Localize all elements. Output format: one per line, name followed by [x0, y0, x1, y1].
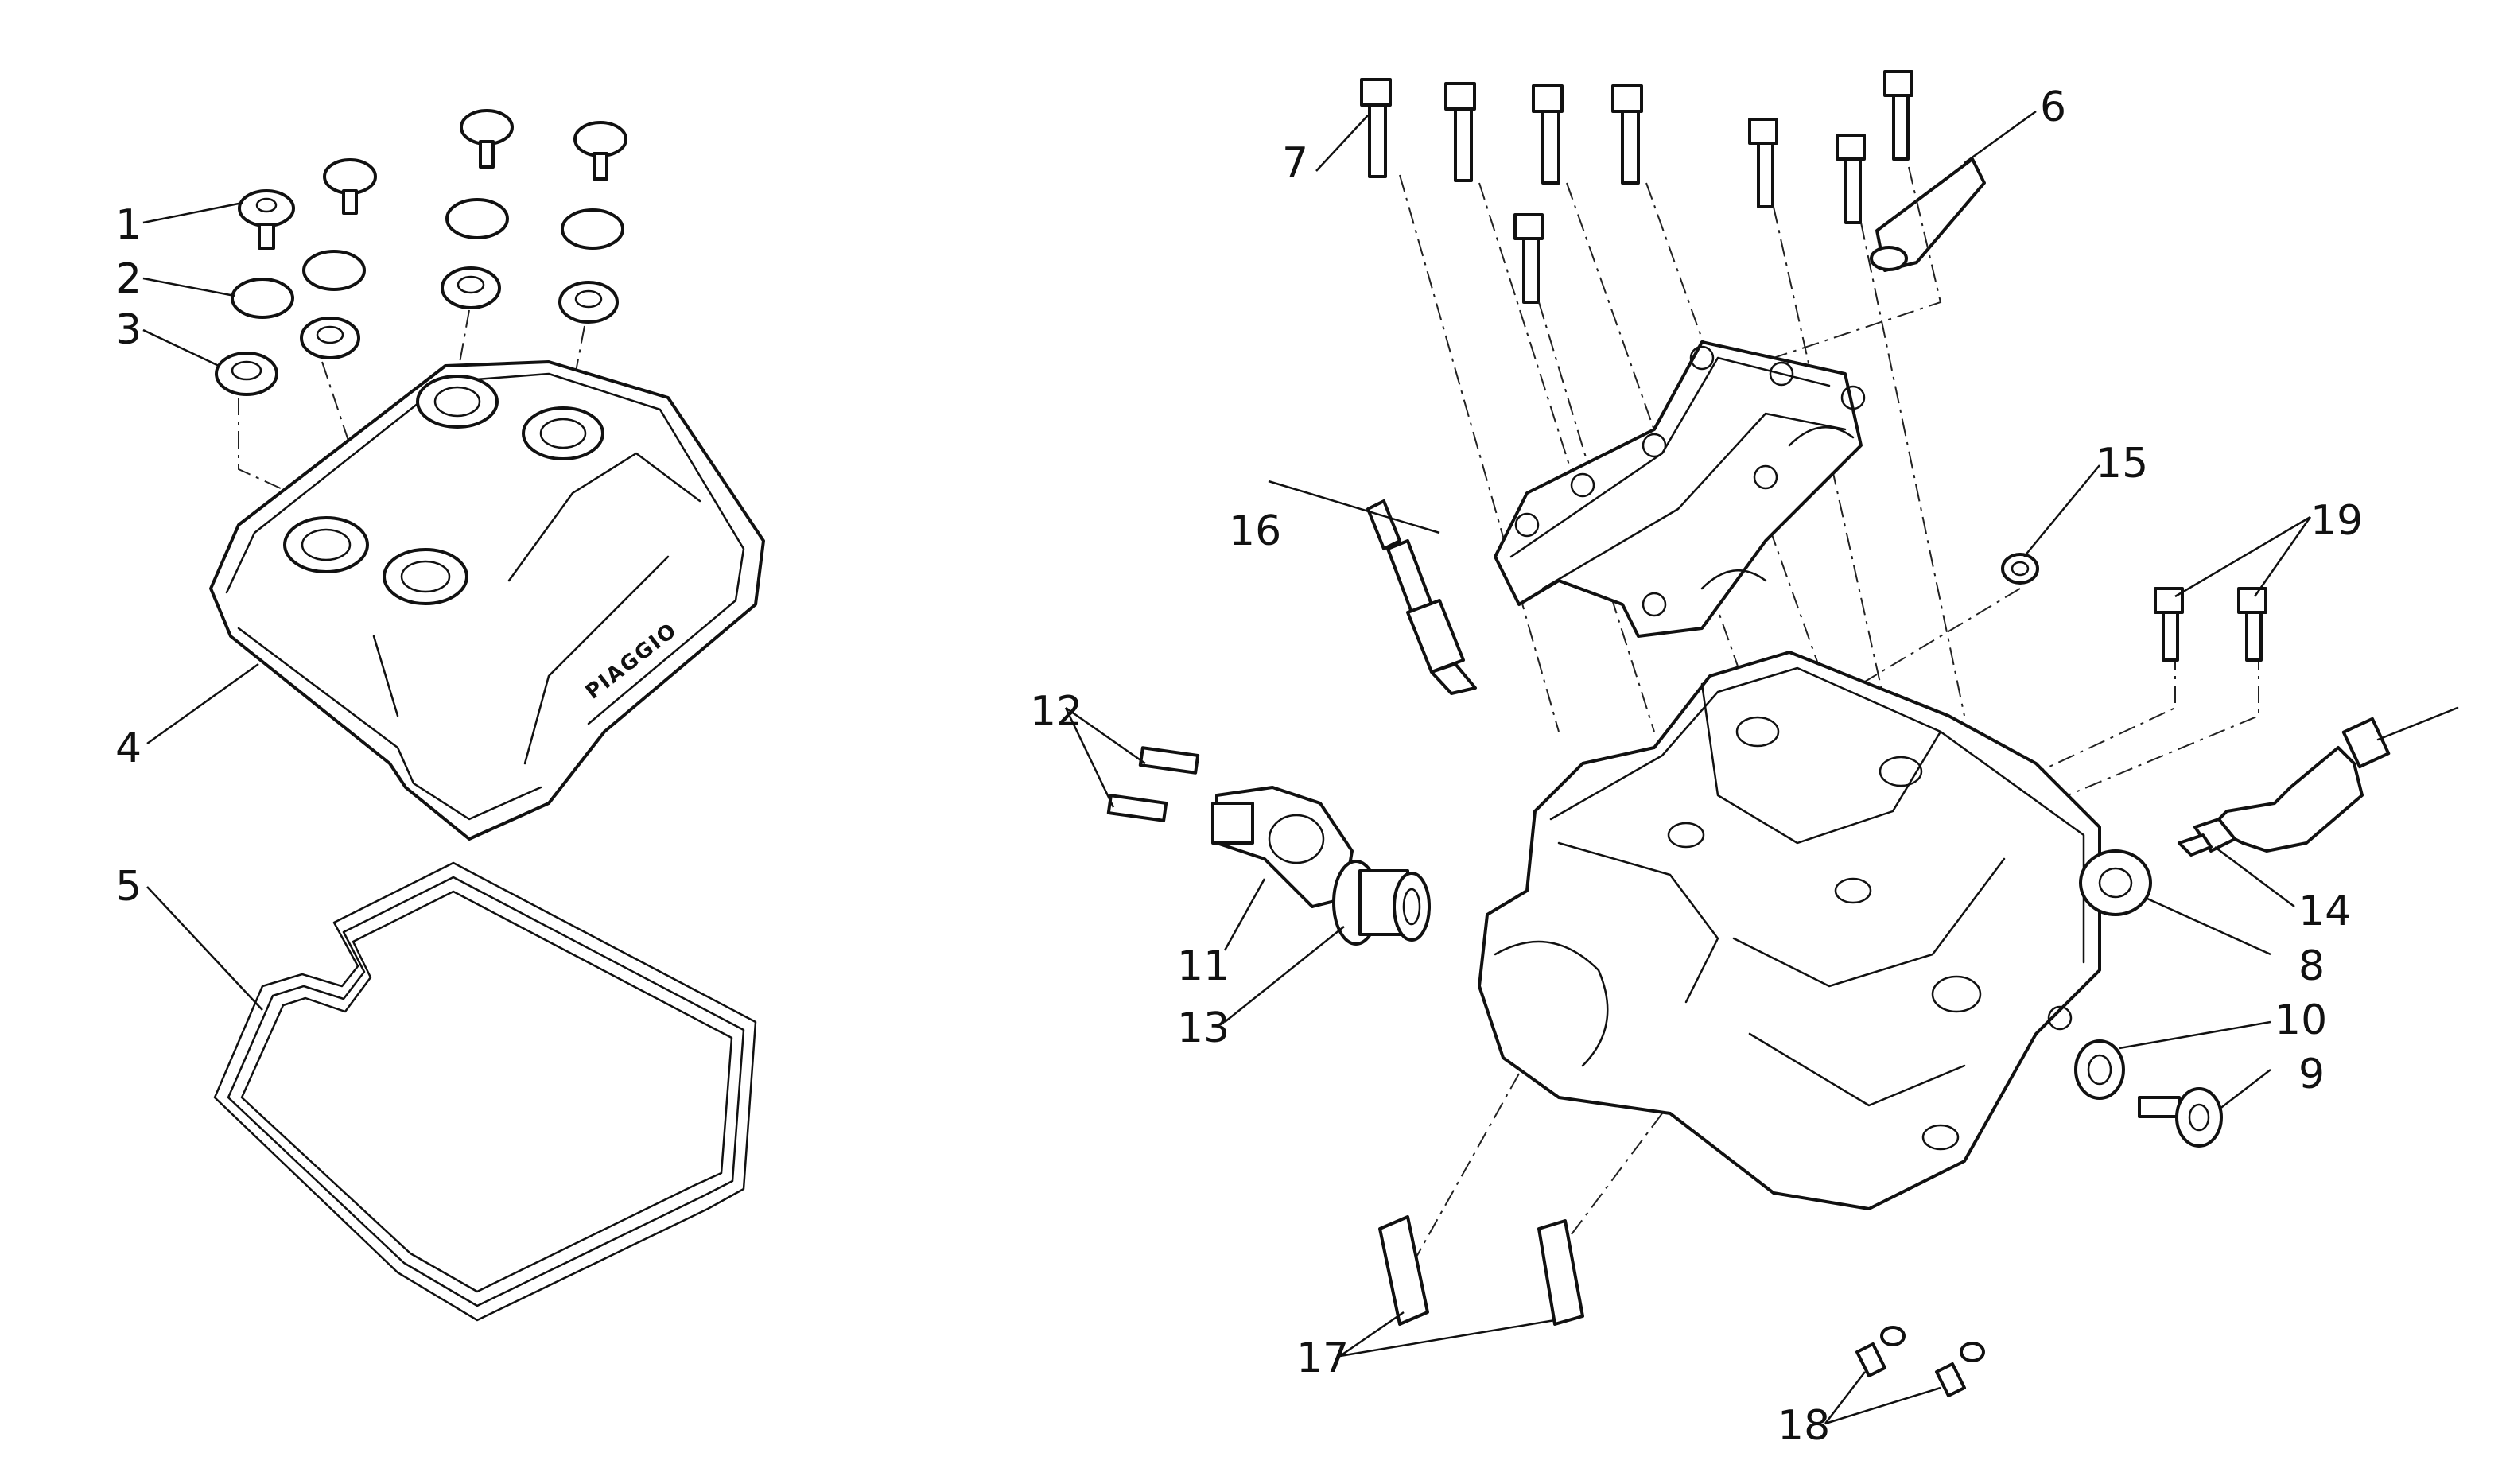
leader-lines — [142, 110, 2312, 1425]
callout-10: 10 — [2275, 996, 2327, 1044]
seal-10 — [2074, 1039, 2125, 1100]
callout-11: 11 — [1177, 942, 1230, 990]
callout-9: 9 — [2298, 1051, 2325, 1098]
callout-18: 18 — [1778, 1402, 1830, 1450]
bolts-19 — [2154, 587, 2267, 662]
camshaft-carrier — [1494, 340, 1866, 638]
dowel-pins-12 — [1106, 746, 1200, 822]
callout-16: 16 — [1229, 507, 1281, 555]
cover-bolt — [238, 189, 295, 250]
callout-15: 15 — [2096, 440, 2148, 488]
cover-gasket — [213, 861, 757, 1322]
nipples-18 — [1855, 1326, 1985, 1397]
callout-17: 17 — [1296, 1334, 1349, 1382]
head-bolts — [1360, 70, 1913, 304]
valve-cover: PIAGGIO — [209, 360, 765, 841]
cover-fastener-stacks — [215, 109, 627, 396]
cam-bracket — [1870, 157, 1986, 272]
callout-6: 6 — [2040, 84, 2066, 131]
dowels-17 — [1378, 1215, 1584, 1326]
callout-19: 19 — [2310, 497, 2363, 545]
callout-8: 8 — [2298, 942, 2325, 990]
cover-grommet — [215, 352, 278, 396]
spark-plug — [1366, 499, 1477, 695]
temperature-fitting — [1332, 860, 1431, 946]
callout-5: 5 — [115, 863, 142, 911]
callout-2: 2 — [115, 255, 142, 303]
sensor-cable — [2178, 706, 2459, 857]
callout-7: 7 — [1282, 139, 1308, 187]
callout-14: 14 — [2298, 888, 2351, 935]
cylinder-head — [1478, 651, 2152, 1210]
callout-1: 1 — [115, 201, 142, 249]
plug-9 — [2138, 1087, 2223, 1148]
callout-3: 3 — [115, 306, 142, 354]
o-ring-15 — [2001, 553, 2039, 585]
callout-4: 4 — [115, 725, 142, 772]
cover-washer — [231, 278, 294, 319]
callout-12: 12 — [1030, 688, 1082, 736]
callout-labels: 1 2 3 4 5 6 7 8 9 10 11 12 13 14 15 16 1… — [115, 84, 2363, 1450]
water-outlet-flange — [1211, 786, 1354, 908]
callout-13: 13 — [1177, 1004, 1230, 1052]
